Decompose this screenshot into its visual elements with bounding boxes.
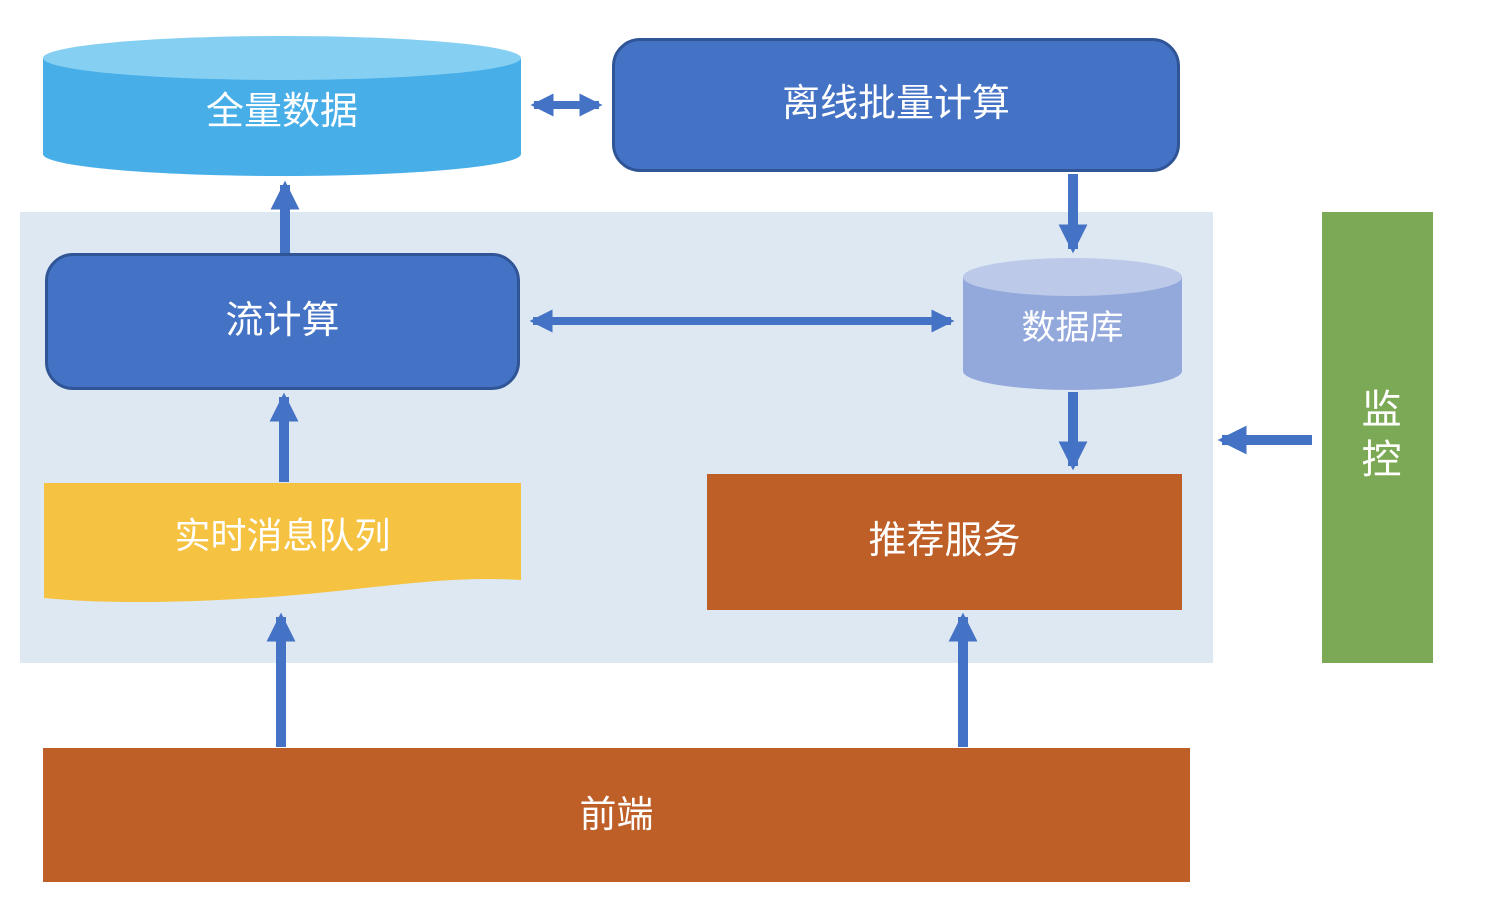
node-label: 前端 [579, 793, 654, 835]
wave-document-shape [44, 483, 521, 603]
node-label: 数据库 [1021, 309, 1124, 348]
cylinder-shape [963, 258, 1182, 390]
cylinder-top [963, 258, 1182, 296]
node-frontend: 前端 [43, 748, 1190, 882]
node-database: 数据库 [963, 258, 1182, 390]
node-label: 实时消息队列 [174, 515, 391, 557]
node-full-data: 全量数据 [43, 36, 521, 176]
node-offline-batch: 离线批量计算 [612, 38, 1180, 172]
node-stream-compute: 流计算 [45, 253, 520, 390]
node-label: 全量数据 [205, 91, 358, 134]
cylinder-shape [43, 36, 521, 176]
cylinder-body [963, 277, 1182, 390]
node-recommend-service: 推荐服务 [707, 474, 1182, 610]
node-realtime-queue: 实时消息队列 [44, 483, 521, 605]
node-monitor: 监控 [1322, 212, 1433, 663]
cylinder-top [43, 36, 521, 80]
node-label: 流计算 [225, 299, 340, 342]
node-label: 离线批量计算 [781, 83, 1010, 126]
wave-document-body [44, 483, 521, 603]
node-label: 监控 [1355, 387, 1400, 488]
node-label: 推荐服务 [868, 520, 1021, 563]
cylinder-body [43, 58, 521, 176]
